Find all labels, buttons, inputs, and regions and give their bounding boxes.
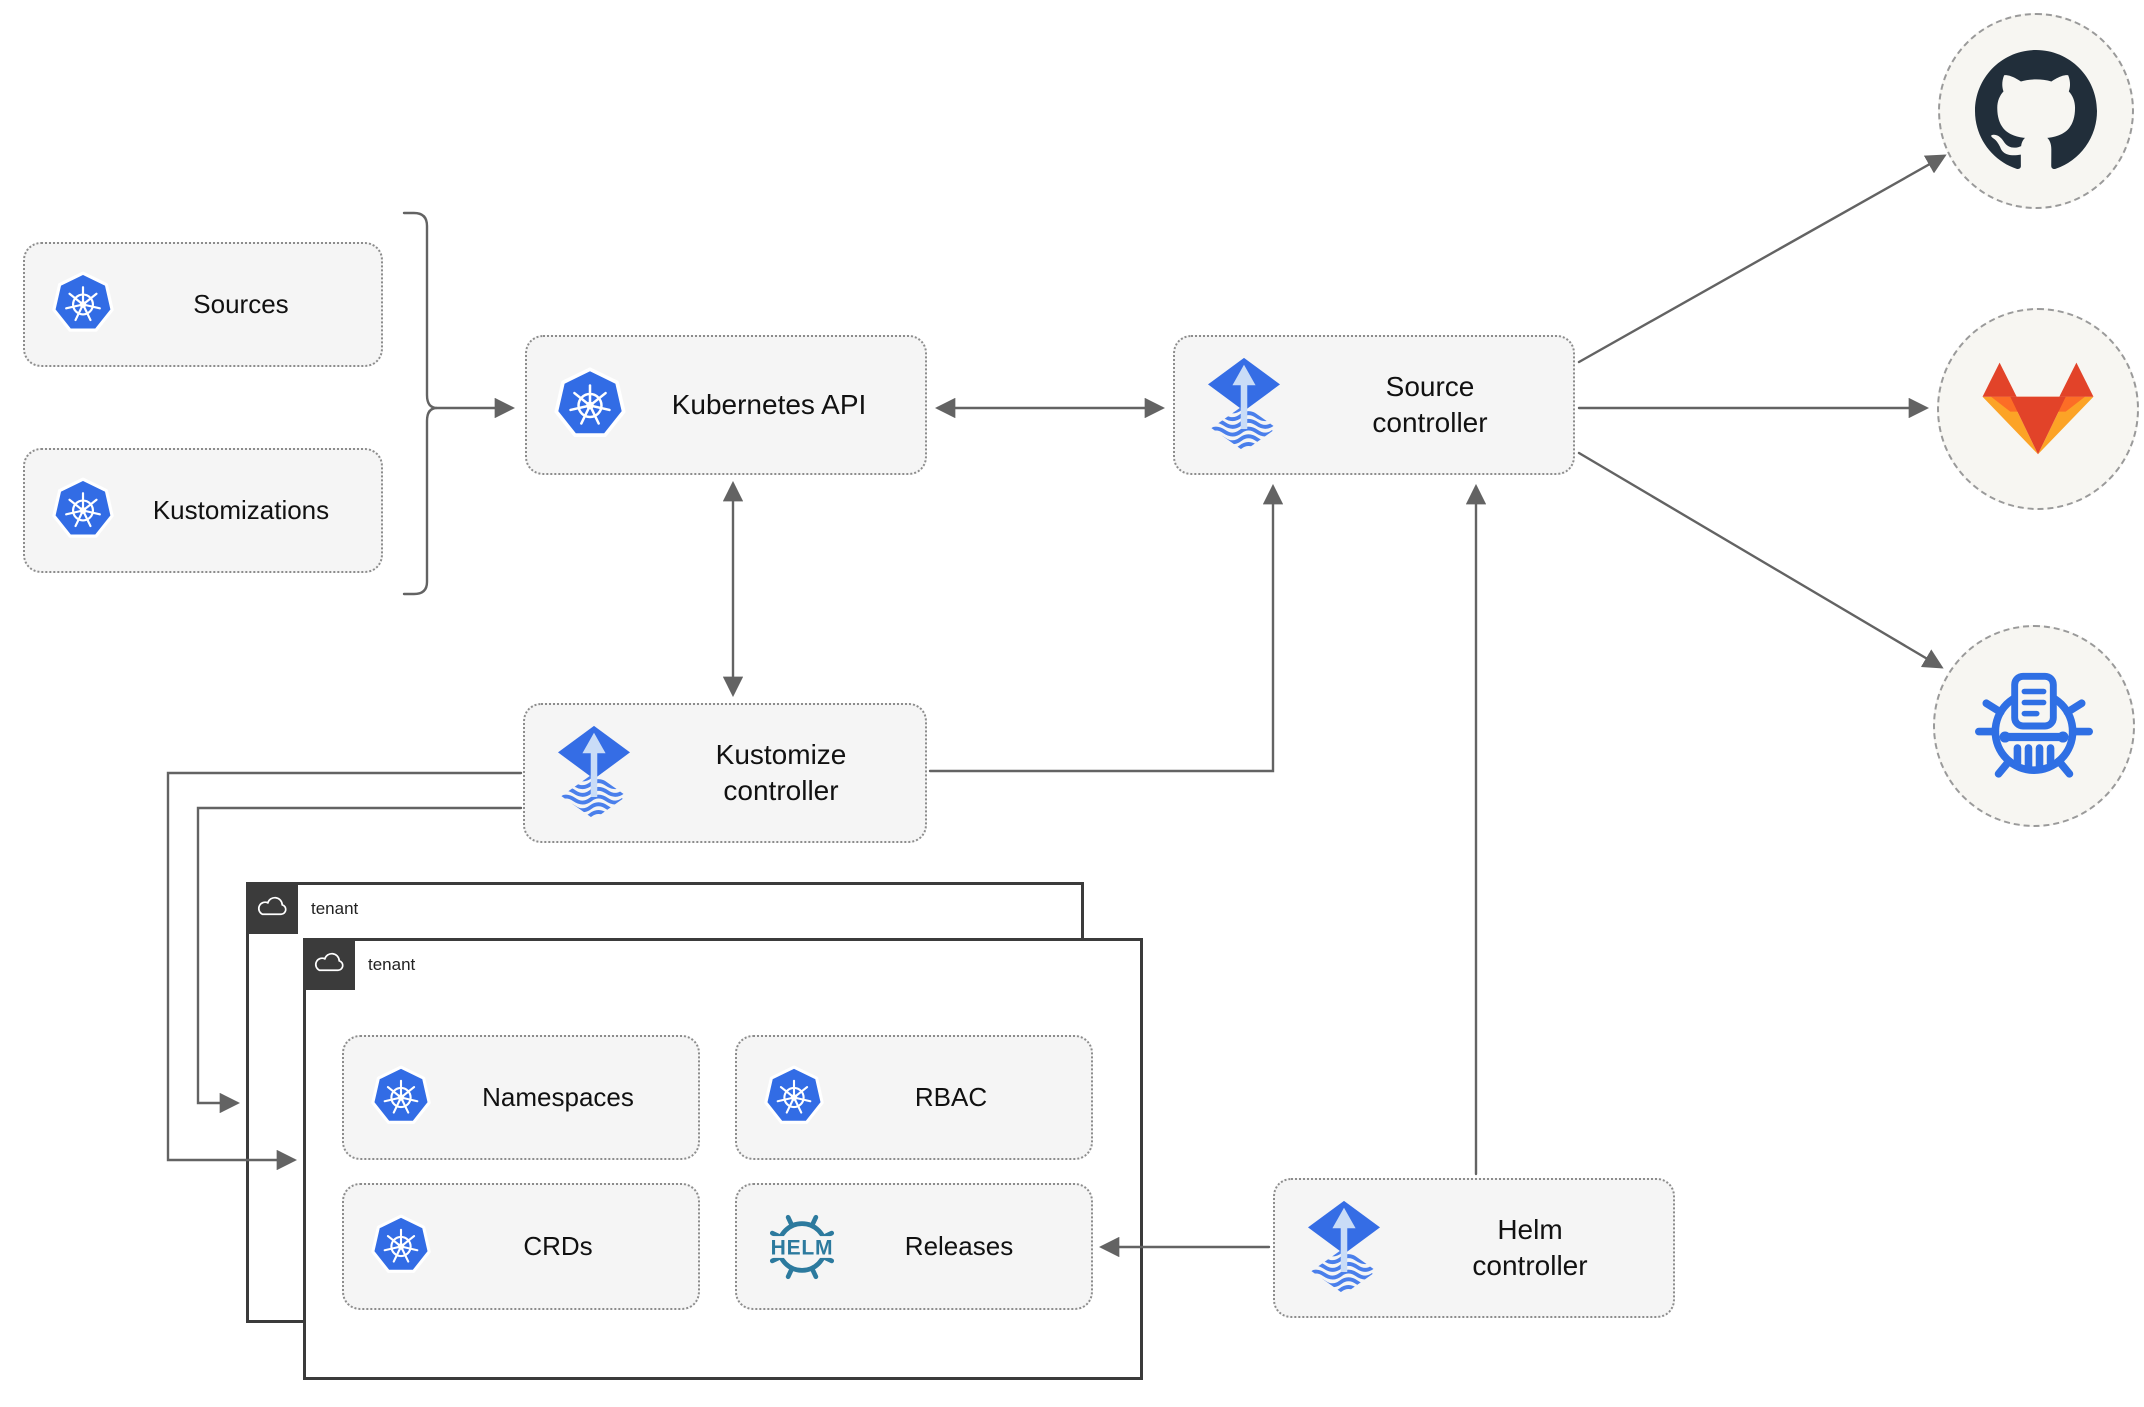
tenant-tag (303, 938, 355, 990)
kubernetes-icon (370, 1065, 432, 1130)
gitlab-tanuki-icon (1974, 356, 2102, 463)
node-source-controller: Source controller (1173, 335, 1575, 475)
node-kustomize-controller: Kustomize controller (523, 703, 927, 843)
cloud-icon (255, 896, 289, 920)
tenant-label: tenant (368, 955, 416, 974)
edge-kustomize-to-source (928, 483, 1284, 773)
tenant-tag (246, 882, 298, 934)
provider-github (1938, 13, 2134, 209)
node-label: Sources (193, 289, 289, 319)
flux-icon (1301, 1200, 1387, 1296)
flux-icon (1201, 357, 1287, 453)
node-crds: CRDs (342, 1183, 700, 1310)
flux-icon (551, 725, 637, 821)
github-octocat-icon (1975, 50, 2097, 172)
node-kubernetes-api: Kubernetes API (525, 335, 927, 475)
node-label: Namespaces (482, 1082, 634, 1112)
node-label: Source controller (1372, 370, 1488, 438)
kubernetes-icon (51, 271, 115, 338)
chartmuseum-wheel-icon (1965, 657, 2103, 795)
node-label: CRDs (523, 1231, 593, 1261)
node-namespaces: Namespaces (342, 1035, 700, 1160)
node-helm-controller: Helm controller (1273, 1178, 1675, 1318)
kubernetes-icon (370, 1214, 432, 1279)
node-label: Helm controller (1472, 1213, 1588, 1281)
kubernetes-icon (51, 477, 115, 544)
bracket-sources-group (402, 211, 438, 596)
node-label: Kustomize controller (715, 738, 847, 806)
node-kustomizations: Kustomizations (23, 448, 383, 573)
kubernetes-icon (553, 367, 627, 444)
edge-source-to-github (1577, 154, 1947, 364)
node-label: Kubernetes API (671, 388, 867, 420)
helm-wheel-icon (763, 1208, 841, 1286)
node-sources: Sources (23, 242, 383, 367)
node-label: RBAC (914, 1082, 988, 1112)
kubernetes-icon (763, 1065, 825, 1130)
provider-gitlab (1937, 308, 2139, 510)
tenant-label: tenant (311, 899, 359, 918)
provider-chartmuseum (1933, 625, 2135, 827)
node-releases: Releases (735, 1183, 1093, 1310)
node-label: Releases (904, 1231, 1014, 1261)
node-rbac: RBAC (735, 1035, 1093, 1160)
cloud-icon (312, 952, 346, 976)
node-label: Kustomizations (152, 495, 330, 525)
edge-source-to-chartmuseum (1577, 451, 1944, 669)
